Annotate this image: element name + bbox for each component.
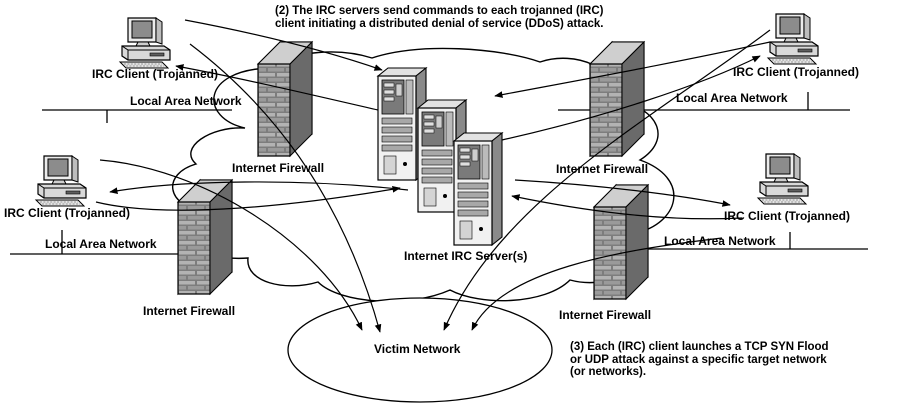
firewall-label: Internet Firewall [559, 308, 652, 322]
client-label: IRC Client (Trojanned) [92, 67, 218, 81]
firewall-icon [257, 41, 313, 157]
note-line: (or networks). [570, 366, 647, 378]
victim-label: Victim Network [374, 342, 461, 356]
lan-label: Local Area Network [664, 234, 776, 248]
note-line: client initiating a distributed denial o… [275, 17, 604, 30]
client-label: IRC Client (Trojanned) [4, 206, 130, 220]
lan-label: Local Area Network [676, 91, 788, 105]
victim-network-cloud [287, 297, 553, 403]
computer-icon [767, 13, 819, 65]
note-line: or UDP attack against a specific target … [570, 353, 827, 366]
server-tower-icon [453, 132, 503, 246]
lan-label: Local Area Network [130, 94, 242, 108]
firewall-label: Internet Firewall [143, 304, 236, 318]
firewall-icon [593, 184, 649, 300]
firewall-label: Internet Firewall [232, 161, 325, 175]
computer-icon [35, 155, 87, 207]
server-label: Internet IRC Server(s) [404, 249, 528, 263]
lan-label: Local Area Network [45, 237, 157, 251]
note-line: (3) Each (IRC) client launches a TCP SYN… [570, 341, 829, 353]
command-arrows [95, 19, 771, 333]
note-line: (2) The IRC servers send commands to eac… [275, 5, 604, 17]
client-label: IRC Client (Trojanned) [733, 65, 859, 79]
step-2-note: (2) The IRC servers send commands to eac… [275, 5, 603, 30]
firewall-label: Internet Firewall [556, 162, 649, 176]
computer-icon [757, 153, 809, 205]
computer-icon [119, 17, 171, 69]
step-3-note: (3) Each (IRC) client launches a TCP SYN… [570, 341, 829, 379]
client-label: IRC Client (Trojanned) [724, 209, 850, 223]
